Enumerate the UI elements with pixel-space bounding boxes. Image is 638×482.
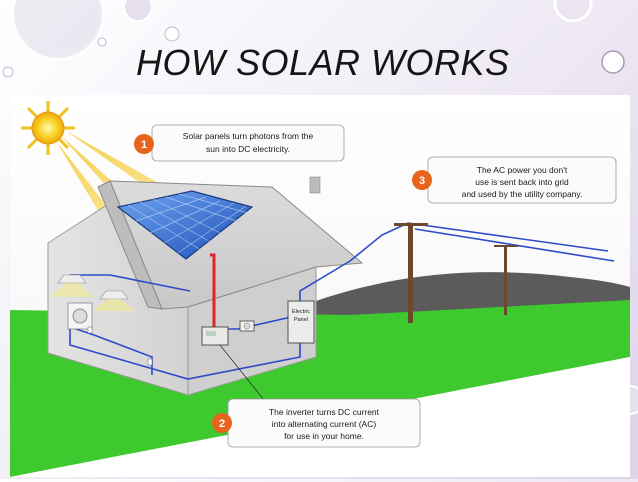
- callout-2-line2: into alternating current (AC): [272, 419, 377, 429]
- bubble-small-1: [123, 0, 153, 22]
- bubble-left-1: [2, 66, 14, 78]
- callout-2: 2 The inverter turns DC current into alt…: [212, 398, 421, 448]
- callout-1: 1 Solar panels turn photons from the sun…: [134, 124, 345, 162]
- dc-wire: [210, 253, 216, 329]
- ac-wiring: [69, 222, 615, 380]
- meter-icon: [239, 320, 255, 332]
- callout-3: 3 The AC power you don't use is sent bac…: [412, 156, 617, 204]
- electric-panel-icon: Electric Panel: [287, 300, 315, 344]
- bubble-small-3: [97, 37, 107, 47]
- chimney: [309, 176, 321, 194]
- callout-2-line3: for use in your home.: [284, 431, 364, 441]
- callout-2-badge: [212, 413, 232, 433]
- outlet-1: [87, 326, 93, 334]
- ceiling-lamp-icon: [50, 274, 136, 311]
- bubble-large: [11, 0, 105, 61]
- callout-3-line3: and used by the utility company.: [462, 189, 583, 199]
- callout-1-line2: sun into DC electricity.: [206, 144, 290, 154]
- callout-3-line2: use is sent back into grid: [475, 177, 569, 187]
- panel-label-line2: Panel: [294, 317, 308, 323]
- callout-3-badge: [412, 170, 432, 190]
- bubble-right-1: [553, 0, 593, 23]
- washing-machine-icon: [67, 302, 93, 330]
- solar-diagram: Electric Panel 1 Solar panels turn photo…: [10, 95, 630, 477]
- outlet-2: [147, 358, 153, 366]
- solar-panel-icon: [116, 190, 254, 260]
- sun-icon: [21, 101, 75, 155]
- callout-1-number: 1: [141, 139, 147, 151]
- inverter-icon: [201, 326, 229, 346]
- callout-2-number: 2: [219, 418, 225, 430]
- utility-pole-icon: [394, 223, 518, 323]
- callout-3-number: 3: [419, 175, 425, 187]
- callout-2-leader: [219, 344, 269, 406]
- callout-2-line1: The inverter turns DC current: [269, 407, 380, 417]
- bubble-right-2: [601, 50, 625, 74]
- callout-1-line1: Solar panels turn photons from the: [183, 131, 314, 141]
- callout-3-line1: The AC power you don't: [477, 165, 568, 175]
- slide-title: HOW SOLAR WORKS: [136, 42, 510, 83]
- panel-label-line1: Electric: [292, 309, 310, 315]
- bubble-small-2: [164, 26, 180, 42]
- callout-1-badge: [134, 134, 154, 154]
